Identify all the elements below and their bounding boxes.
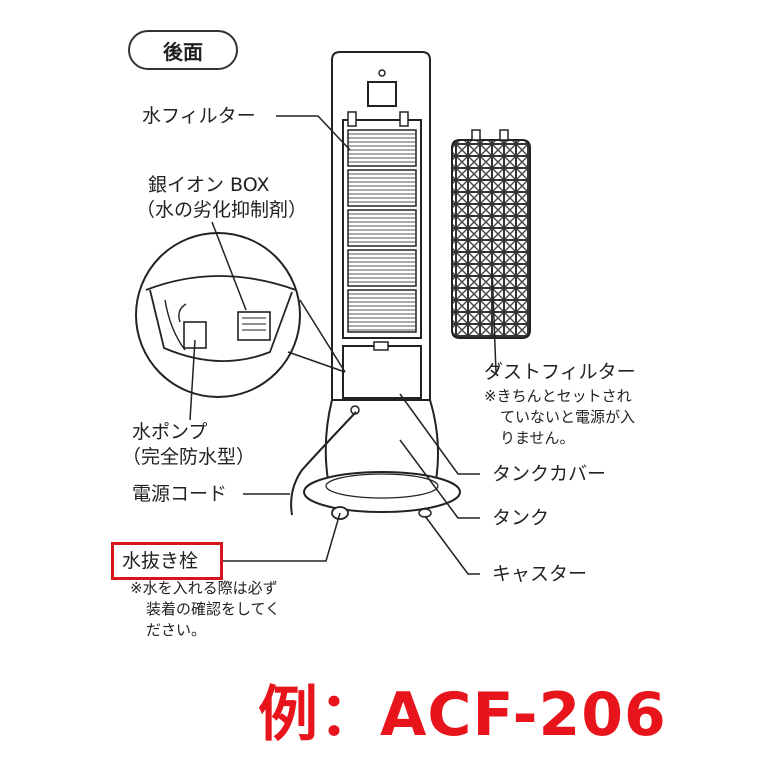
label-power-cord: 電源コード bbox=[132, 483, 228, 505]
drain-note-3: ださい。 bbox=[146, 621, 207, 639]
label-water-pump: 水ポンプ bbox=[132, 421, 208, 443]
power-cord bbox=[290, 411, 357, 516]
rear-display-window bbox=[367, 81, 397, 107]
base-plate bbox=[303, 471, 461, 513]
zoom-detail-circle bbox=[135, 232, 346, 398]
label-drain-plug: 水抜き栓 bbox=[122, 550, 199, 572]
drain-plug-highlight bbox=[111, 542, 223, 580]
dust-note-2: ていないと電源が入 bbox=[500, 408, 636, 426]
drain-note-2: 装着の確認をしてく bbox=[146, 600, 281, 618]
dust-note-1: ※きちんとセットされ bbox=[484, 387, 632, 405]
silver-ion-box-detail bbox=[237, 311, 271, 341]
tower-body bbox=[290, 51, 461, 520]
view-label-rear: 後面 bbox=[128, 30, 238, 70]
caster bbox=[418, 508, 432, 518]
water-filter-frame bbox=[342, 119, 422, 339]
label-silver-ion-box: 銀イオン BOX bbox=[148, 174, 270, 196]
water-filter-panels bbox=[347, 129, 417, 333]
label-tank: タンク bbox=[492, 507, 550, 529]
label-caster: キャスター bbox=[492, 563, 588, 585]
drain-note-1: ※水を入れる際は必ず bbox=[130, 579, 278, 597]
label-silver-ion-box-desc: （水の劣化抑制剤） bbox=[136, 199, 308, 221]
model-example: 例：ACF-206 bbox=[258, 680, 667, 750]
tank-cover-panel bbox=[342, 345, 422, 399]
label-dust-filter: ダストフィルター bbox=[484, 361, 636, 383]
label-water-pump-desc: （完全防水型） bbox=[122, 446, 256, 468]
dust-filter bbox=[451, 129, 531, 339]
label-tank-cover: タンクカバー bbox=[492, 463, 607, 485]
label-water-filter: 水フィルター bbox=[142, 105, 256, 127]
dust-note-3: りません。 bbox=[500, 429, 575, 447]
leader-lines bbox=[189, 115, 497, 575]
